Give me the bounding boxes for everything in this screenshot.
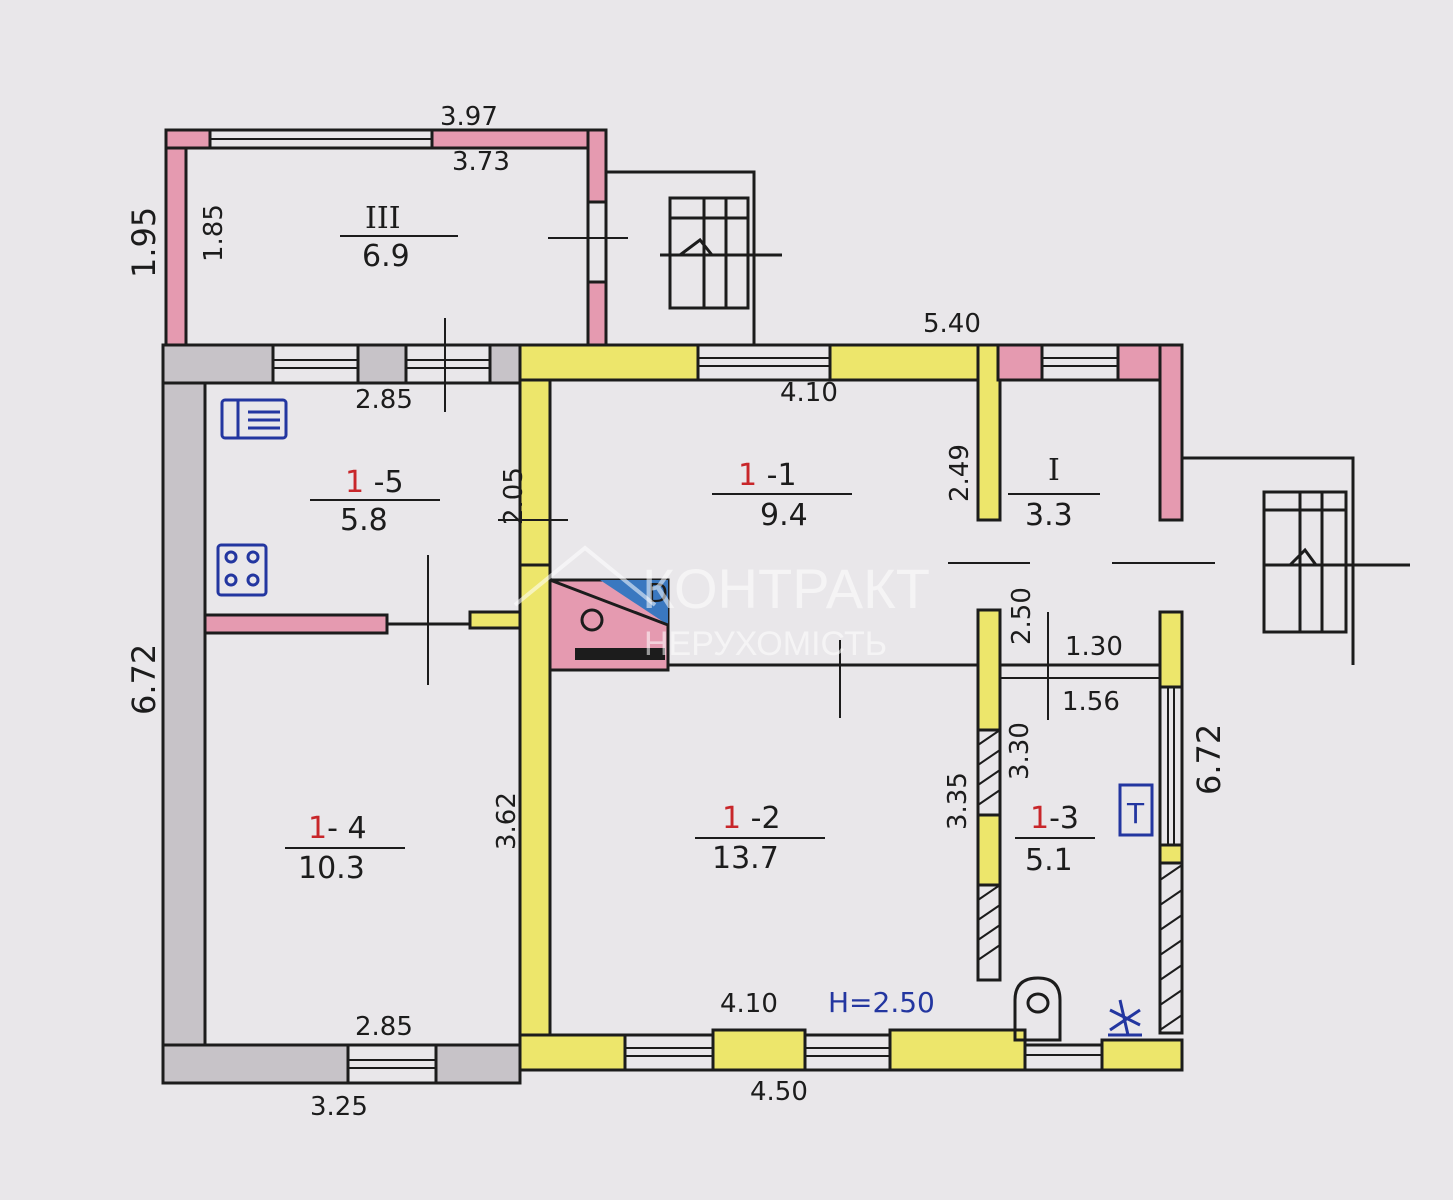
porch-steps-top (606, 170, 782, 345)
porch-door (586, 200, 608, 284)
hall-window-top (1040, 343, 1120, 382)
watermark-line2: НЕРУХОМІСТЬ (644, 625, 887, 663)
bath-window-right (1158, 685, 1184, 847)
room-1-1-area: 9.4 (760, 498, 808, 533)
tap-icon (1108, 999, 1142, 1037)
watermark: КОНТРАКТ НЕРУХОМІСТЬ (513, 545, 930, 663)
stove-block: D (548, 578, 670, 672)
kitchen-pier (356, 343, 408, 385)
dim-right-total: 6.72 (1190, 724, 1228, 795)
dim-kitchen-depth: 2.05 (499, 467, 529, 525)
room-1-3-code: 1-3 (1030, 801, 1079, 836)
sink-icon (220, 398, 288, 440)
toilet-label: T (1126, 797, 1145, 830)
toilet-label-box: T (1118, 783, 1154, 837)
boiler-icon (580, 608, 604, 632)
dim-bottom-outer-left: 3.25 (310, 1092, 368, 1122)
porch-wall-top (164, 128, 212, 150)
porch-wall-top-right (430, 128, 608, 150)
door-markers (427, 318, 1215, 720)
room-1-3-area: 5.1 (1025, 843, 1073, 878)
room-1-4-area: 10.3 (298, 851, 365, 886)
dim-porch-inner-width: 3.73 (452, 147, 510, 177)
room-1-4-code: 1- 4 (308, 811, 367, 846)
dim-bottom-inner-mid: 4.10 (720, 989, 778, 1019)
room-labels: III 6.9 1 -5 5.8 1 -1 9.4 I 3.3 1- 4 10.… (285, 201, 1100, 886)
room12-window-bottom-2 (803, 1033, 892, 1072)
room-iii-area: 6.9 (362, 239, 410, 274)
dim-room11-top: 4.10 (780, 378, 838, 408)
room-1-2-code: 1 -2 (722, 801, 781, 836)
porch-wall-left (164, 128, 188, 347)
room-iii-code: III (365, 201, 401, 236)
dim-porch-outer-depth: 1.95 (125, 207, 163, 278)
dim-kitchen-top: 2.85 (355, 385, 413, 415)
room-i-code: I (1048, 453, 1060, 488)
right-brick-walls (996, 343, 1184, 522)
room12-window-bottom-1 (623, 1033, 715, 1072)
kitchen-window-top (271, 343, 360, 385)
room14-pier-bottom (434, 1043, 522, 1085)
dim-bottom-outer-mid: 4.50 (750, 1077, 808, 1107)
dim-porch-outer-width: 3.97 (440, 102, 498, 132)
room-1-2-area: 13.7 (712, 841, 779, 876)
room-i-area: 3.3 (1025, 498, 1073, 533)
dim-bath-width: 1.56 (1062, 687, 1120, 717)
room-1-5-area: 5.8 (340, 503, 388, 538)
room-1-1-code: 1 -1 (738, 458, 797, 493)
room-1-5-code: 1 -5 (345, 465, 404, 500)
kitchen-pier-2 (488, 343, 522, 385)
dim-room11-depth: 2.49 (945, 444, 975, 502)
porch-wall-right-a (586, 128, 608, 204)
dim-porch-inner-depth: 1.85 (199, 204, 229, 262)
porch-iii (164, 128, 628, 347)
kitchen-partition (203, 613, 389, 635)
stove-icon (216, 543, 268, 597)
kitchen-window-top-2 (404, 343, 492, 385)
dim-hall-depth: 2.50 (1007, 587, 1037, 645)
dim-bath-depth: 3.30 (1005, 722, 1035, 780)
bath-window-bottom (1023, 1043, 1104, 1072)
dim-room12-depth: 3.35 (943, 772, 973, 830)
porch-steps-right (1182, 456, 1410, 665)
toilet-bowl-icon (1013, 976, 1062, 1042)
dim-top-right: 5.40 (923, 309, 981, 339)
watermark-line1: КОНТРАКТ (642, 557, 930, 620)
dim-room14-depth: 3.62 (492, 792, 522, 850)
room11-window-top (696, 343, 832, 382)
dim-bottom-inner-left: 2.85 (355, 1012, 413, 1042)
dimensions: 3.97 3.73 1.95 1.85 5.40 2.85 4.10 2.49 … (125, 102, 1228, 1122)
dim-left-total: 6.72 (125, 644, 163, 715)
ceiling-height: H=2.50 (828, 986, 935, 1019)
room14-window-bottom (346, 1043, 438, 1085)
porch-wall-right-b (586, 280, 608, 347)
hatching (977, 729, 1183, 1031)
dim-hall-width: 1.30 (1065, 632, 1123, 662)
wood-walls (468, 343, 1184, 1072)
left-outer-wall (161, 343, 350, 1085)
